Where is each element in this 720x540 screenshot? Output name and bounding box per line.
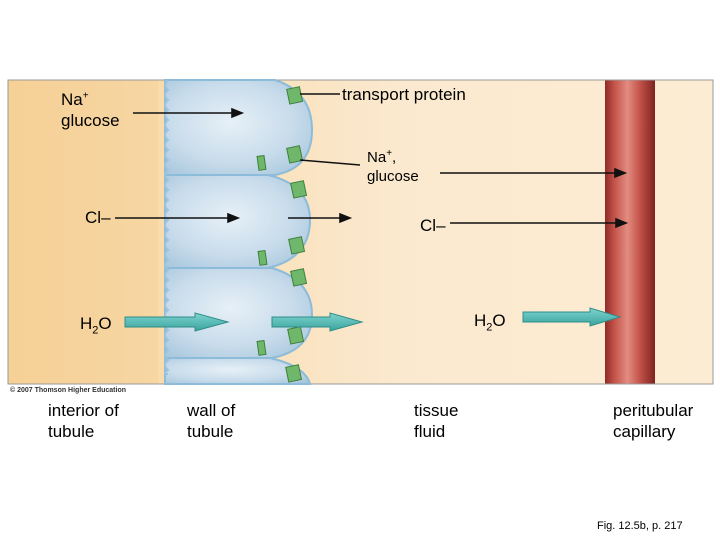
transport-protein-icon: [287, 326, 305, 345]
arrowhead: [231, 107, 245, 119]
transport-proteins: [256, 86, 308, 383]
water-arrow-into-cell: [124, 312, 230, 332]
na-charge: +: [386, 148, 393, 159]
transport-protein-icon: [286, 86, 304, 105]
transport-protein-icon: [286, 145, 304, 164]
cl-text: Cl: [85, 208, 102, 227]
transport-protein-icon: [290, 180, 308, 199]
peritubular-capillary: [605, 80, 655, 384]
arrowhead: [615, 217, 629, 229]
region-label-wall: wall of tubule: [187, 401, 236, 441]
microvilli-border: [164, 79, 170, 375]
water-arrow-out-of-cell: [271, 312, 364, 332]
glucose-text: glucose: [367, 168, 419, 185]
diagram-frame: [7, 79, 714, 385]
label-na-glucose-tissue: Na+, glucose: [367, 148, 419, 186]
tubule-cell: [164, 174, 312, 269]
h-text: H: [474, 311, 487, 330]
tubule-interior: [8, 80, 158, 384]
region-label-interior: interior of tubule: [48, 401, 119, 441]
tubule-cell: [164, 267, 314, 359]
transport-protein-icon: [256, 154, 267, 171]
tubule-cell: [164, 79, 314, 176]
transport-protein-icon: [288, 236, 306, 255]
label-cl-tissue: Cl–: [420, 215, 446, 236]
cl-charge: –: [436, 216, 446, 235]
h-text: H: [80, 314, 93, 333]
arrowhead: [227, 212, 241, 224]
arrowhead: [614, 167, 628, 179]
na-text: Na: [367, 149, 387, 166]
copyright-notice: © 2007 Thomson Higher Education: [10, 387, 127, 394]
transport-protein-icon: [257, 249, 268, 266]
transport-protein-icon: [256, 339, 267, 356]
transport-arrows: [115, 93, 629, 229]
na-charge: +: [82, 90, 89, 102]
label-h2o-interior: H2O: [80, 313, 112, 337]
tubule-wall: [164, 79, 314, 385]
label-cl-interior: Cl–: [85, 207, 111, 228]
arrowhead: [339, 212, 353, 224]
comma: ,: [392, 149, 397, 166]
transport-protein-icon: [285, 364, 303, 383]
cl-text: Cl: [420, 216, 437, 235]
label-h2o-tissue: H2O: [474, 310, 506, 334]
subscript: 2: [92, 324, 99, 337]
subscript: 2: [486, 321, 493, 334]
region-label-capillary: peritubular capillary: [613, 401, 694, 441]
na-text: Na: [61, 90, 83, 109]
label-na-glucose-interior: Na+ glucose: [61, 89, 120, 131]
arrow-leader-na-glucose-out: [299, 159, 361, 166]
o-text: O: [492, 311, 506, 330]
label-transport-protein: transport protein: [342, 85, 466, 104]
water-arrow-to-capillary: [522, 307, 622, 327]
water-arrows: [124, 307, 622, 332]
glucose-text: glucose: [61, 111, 120, 130]
figure-reference: Fig. 12.5b, p. 217: [597, 520, 683, 532]
o-text: O: [98, 314, 112, 333]
cl-charge: –: [101, 208, 111, 227]
region-label-tissue-fluid: tissue fluid: [414, 401, 459, 441]
transport-protein-icon: [290, 268, 308, 287]
